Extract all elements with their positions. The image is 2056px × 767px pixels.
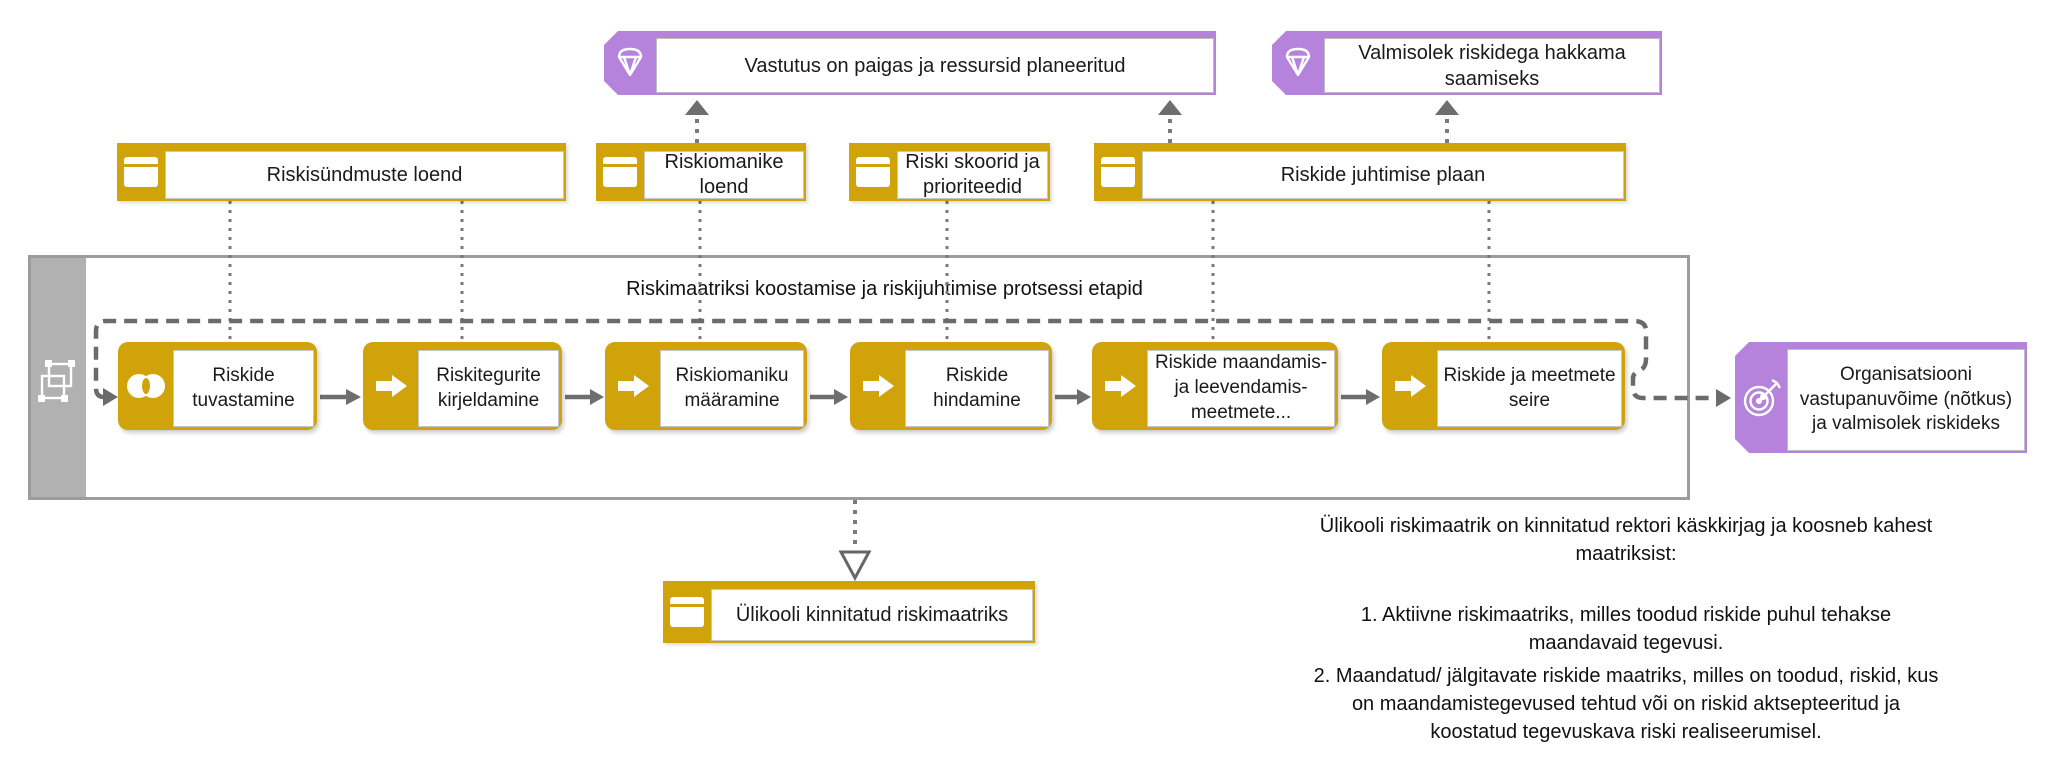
document-icon bbox=[849, 143, 897, 201]
note-item-1: 1. Aktiivne riskimaatriks, milles toodud… bbox=[1360, 603, 1892, 655]
outcome-label: Valmisolek riskidega hakkama saamiseks bbox=[1324, 38, 1660, 93]
document-icon bbox=[1094, 143, 1142, 201]
gem-icon bbox=[1272, 31, 1324, 95]
note-list: 1. Aktiivne riskimaatriks, milles toodud… bbox=[1276, 601, 1976, 747]
document-icon bbox=[596, 143, 644, 201]
deliverable-label: Riskide juhtimise plaan bbox=[1142, 151, 1624, 199]
step-label: Riskide ja meetmete seire bbox=[1437, 350, 1622, 427]
process-arrow-icon bbox=[363, 342, 418, 430]
deliverable-label: Riskisündmuste loend bbox=[165, 151, 564, 199]
down-arrow-connector bbox=[838, 500, 872, 582]
process-arrow-icon bbox=[605, 342, 660, 430]
step-risk-owner-assignment: Riskiomaniku määramine bbox=[605, 342, 807, 430]
target-icon bbox=[1735, 342, 1787, 453]
outcome-organisational-resilience: Organisatsiooni vastupanuvõime (nõtkus) … bbox=[1735, 342, 2027, 453]
outcome-responsibility: Vastutus on paigas ja ressursid planeeri… bbox=[604, 31, 1216, 95]
grouping-icon bbox=[38, 360, 75, 402]
interaction-icon bbox=[118, 342, 173, 430]
gem-icon bbox=[604, 31, 656, 95]
deliverable-risk-events-list: Riskisündmuste loend bbox=[117, 143, 566, 201]
process-group-sidebar bbox=[31, 258, 86, 497]
deliverable-label: Riski skoorid ja prioriteedid bbox=[897, 151, 1048, 199]
step-label: Riskide maandamis- ja leevendamis- meetm… bbox=[1147, 350, 1335, 427]
step-risk-identification: Riskide tuvastamine bbox=[118, 342, 317, 430]
deliverable-label: Riskiomanike loend bbox=[644, 151, 804, 199]
step-label: Riskide tuvastamine bbox=[173, 350, 314, 427]
note-heading: Ülikooli riskimaatrik on kinnitatud rekt… bbox=[1319, 515, 1933, 566]
up-arrow-connectors bbox=[685, 100, 1459, 143]
deliverable-label: Ülikooli kinnitatud riskimaatriks bbox=[711, 589, 1033, 641]
outcome-label: Vastutus on paigas ja ressursid planeeri… bbox=[656, 38, 1214, 93]
step-label: Riskiomaniku määramine bbox=[660, 350, 804, 427]
step-risk-assessment: Riskide hindamine bbox=[850, 342, 1052, 430]
process-group-title: Riskimaatriksi koostamise ja riskijuhtim… bbox=[626, 278, 1143, 300]
step-risk-factors-description: Riskitegurite kirjeldamine bbox=[363, 342, 562, 430]
process-arrow-icon bbox=[1382, 342, 1437, 430]
outcome-readiness: Valmisolek riskidega hakkama saamiseks bbox=[1272, 31, 1662, 95]
deliverable-risk-scores: Riski skoorid ja prioriteedid bbox=[849, 143, 1050, 201]
deliverable-risk-management-plan: Riskide juhtimise plaan bbox=[1094, 143, 1626, 201]
deliverable-risk-owners-list: Riskiomanike loend bbox=[596, 143, 806, 201]
step-risk-mitigation-measures: Riskide maandamis- ja leevendamis- meetm… bbox=[1092, 342, 1338, 430]
step-label: Riskitegurite kirjeldamine bbox=[418, 350, 559, 427]
note-block: Ülikooli riskimaatrik on kinnitatud rekt… bbox=[1276, 512, 1976, 751]
document-icon bbox=[117, 143, 165, 201]
process-arrow-icon bbox=[850, 342, 905, 430]
step-risk-and-measures-monitoring: Riskide ja meetmete seire bbox=[1382, 342, 1625, 430]
deliverable-approved-risk-matrix: Ülikooli kinnitatud riskimaatriks bbox=[663, 581, 1035, 643]
document-icon bbox=[663, 581, 711, 643]
process-arrow-icon bbox=[1092, 342, 1147, 430]
outcome-label: Organisatsiooni vastupanuvõime (nõtkus) … bbox=[1787, 349, 2025, 451]
step-label: Riskide hindamine bbox=[905, 350, 1049, 427]
note-item-2: 2. Maandatud/ jälgitavate riskide maatri… bbox=[1313, 664, 1939, 744]
